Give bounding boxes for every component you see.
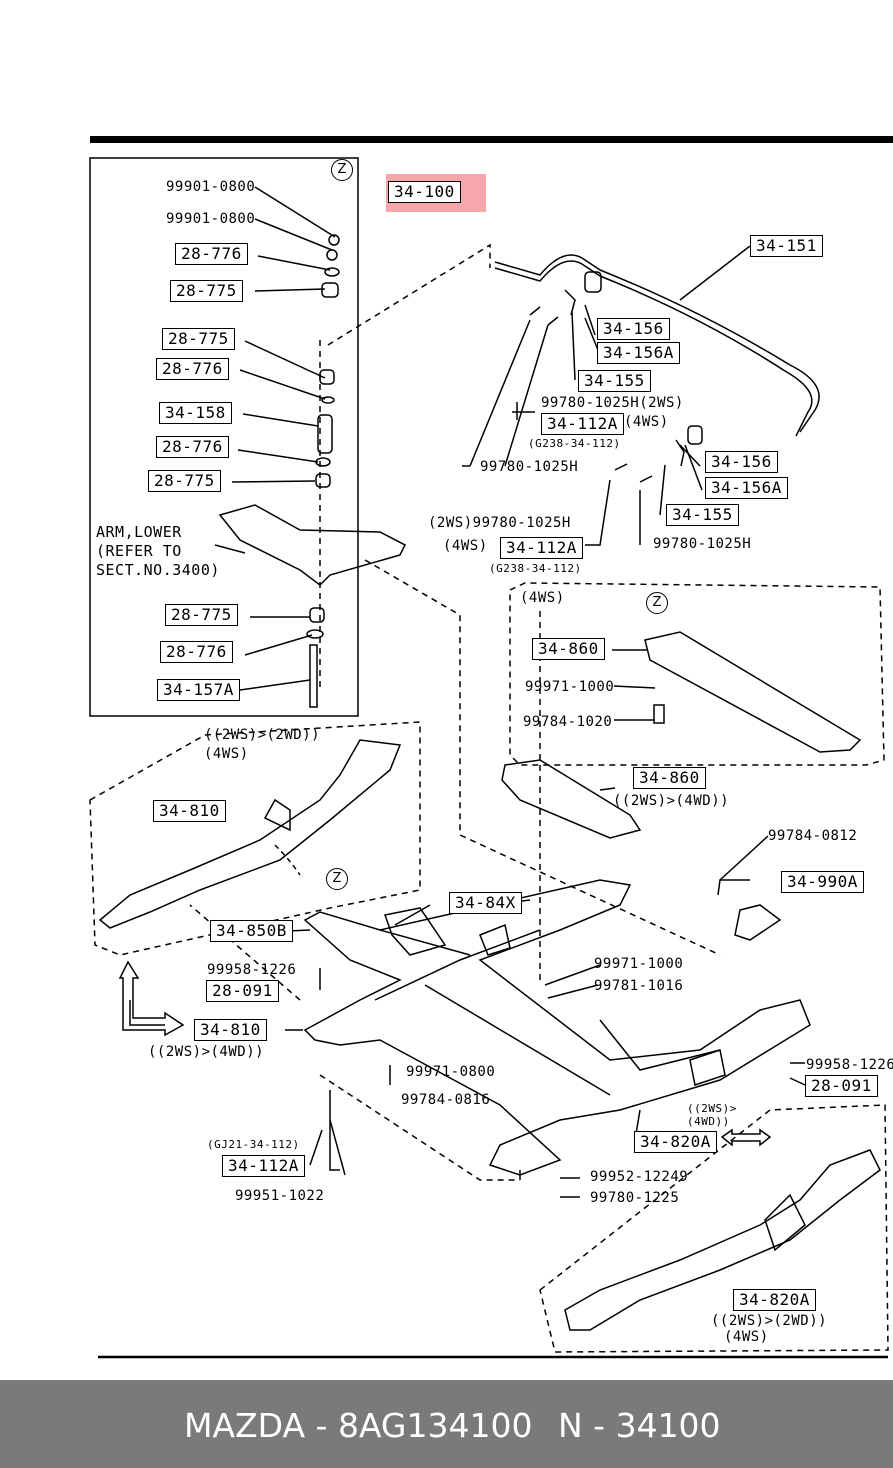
footer-reference: N - 34100 [558, 1406, 721, 1445]
group-box [89, 157, 359, 717]
part-label[interactable]: 99958-1226 [207, 962, 297, 978]
part-label[interactable]: (2WS)99780-1025H [428, 515, 571, 531]
part-label[interactable]: 28-775 [148, 470, 221, 492]
part-label[interactable]: 34-156 [597, 318, 670, 340]
part-label[interactable]: 34-156 [705, 451, 778, 473]
part-label[interactable]: 34-112A [500, 537, 583, 559]
part-label[interactable]: 99901-0800 [166, 179, 256, 195]
variant-label: (4WS) [520, 590, 565, 606]
part-label[interactable]: 34-820A [733, 1289, 816, 1311]
part-label[interactable]: 34-155 [666, 504, 739, 526]
part-label[interactable]: 99780-1025H [480, 459, 579, 475]
part-label[interactable]: 99781-1016 [594, 978, 684, 994]
part-label[interactable]: 28-776 [175, 243, 248, 265]
part-label[interactable]: 34-157A [157, 679, 240, 701]
note-line: ARM,LOWER [96, 523, 182, 541]
part-label[interactable]: 34-84X [449, 892, 522, 914]
footer-bar: MAZDA - 8AG134100 N - 34100 [0, 1380, 893, 1468]
variant-label: ((2WS)> [687, 1102, 737, 1115]
part-label[interactable]: 99971-0800 [406, 1064, 496, 1080]
part-label[interactable]: 28-776 [156, 358, 229, 380]
part-label[interactable]: 34-158 [159, 402, 232, 424]
part-label[interactable]: 34-810 [153, 800, 226, 822]
part-label[interactable]: 34-112A [222, 1155, 305, 1177]
part-label[interactable]: 99780-1025H(2WS) [541, 395, 684, 411]
part-label[interactable]: 28-775 [170, 280, 243, 302]
part-label[interactable]: 28-776 [156, 436, 229, 458]
part-label[interactable]: 99971-1000 [594, 956, 684, 972]
note-line: SECT.NO.3400) [96, 561, 220, 579]
part-label[interactable]: 34-155 [578, 370, 651, 392]
part-label[interactable]: 34-810 [194, 1019, 267, 1041]
part-label[interactable]: 99784-0816 [401, 1092, 491, 1108]
part-label[interactable]: 34-850B [210, 920, 293, 942]
z-mark: Z [646, 592, 668, 614]
part-label[interactable]: 28-091 [805, 1075, 878, 1097]
part-label[interactable]: 34-860 [633, 767, 706, 789]
diagram-drawing [89, 136, 893, 1359]
part-label[interactable]: 99952-12249 [590, 1169, 689, 1185]
variant-label: (4WS) [624, 414, 669, 430]
variant-label: (4WS) [204, 746, 249, 762]
part-label[interactable]: 28-775 [165, 604, 238, 626]
variant-label: ((2WS)>(2WD)) [204, 727, 321, 743]
parts-diagram: 34-100 99901-0800 99901-0800 28-776 28-7… [89, 136, 893, 1359]
variant-label: ((2WS)>(4WD)) [613, 793, 730, 809]
part-label[interactable]: 28-091 [206, 980, 279, 1002]
part-label[interactable]: 99951-1022 [235, 1188, 325, 1204]
ref-label: (G238-34-112) [489, 562, 582, 575]
part-label[interactable]: 34-151 [750, 235, 823, 257]
variant-label: (4WS) [724, 1329, 769, 1345]
part-label[interactable]: 34-156A [597, 342, 680, 364]
part-label[interactable]: 99784-0812 [768, 828, 858, 844]
z-mark: Z [326, 868, 348, 890]
part-label[interactable]: 99958-1226 [806, 1057, 893, 1073]
part-label[interactable]: 99971-1000 [525, 679, 615, 695]
part-label[interactable]: 34-112A [541, 413, 624, 435]
part-label[interactable]: 34-820A [634, 1131, 717, 1153]
ref-label: (GJ21-34-112) [207, 1138, 300, 1151]
variant-label: ((2WS)>(2WD)) [711, 1313, 828, 1329]
variant-label: ((2WS)>(4WD)) [148, 1044, 265, 1060]
part-label[interactable]: 99780-1025H [653, 536, 752, 552]
part-label[interactable]: 99901-0800 [166, 211, 256, 227]
part-label[interactable]: 34-860 [532, 638, 605, 660]
part-label[interactable]: 28-775 [162, 328, 235, 350]
variant-label: (4WD)) [687, 1115, 730, 1128]
part-label[interactable]: 28-776 [160, 641, 233, 663]
note-line: (REFER TO [96, 542, 182, 560]
part-label[interactable]: 34-156A [705, 477, 788, 499]
variant-label: (4WS) [443, 538, 488, 554]
part-label[interactable]: 34-990A [781, 871, 864, 893]
top-rule [90, 136, 893, 143]
footer-part-number: MAZDA - 8AG134100 [184, 1406, 533, 1445]
ref-label: (G238-34-112) [528, 437, 621, 450]
part-label[interactable]: 99784-1020 [523, 714, 613, 730]
part-label[interactable]: 99780-1225 [590, 1190, 680, 1206]
main-part-label[interactable]: 34-100 [388, 181, 461, 203]
z-mark: Z [331, 159, 353, 181]
